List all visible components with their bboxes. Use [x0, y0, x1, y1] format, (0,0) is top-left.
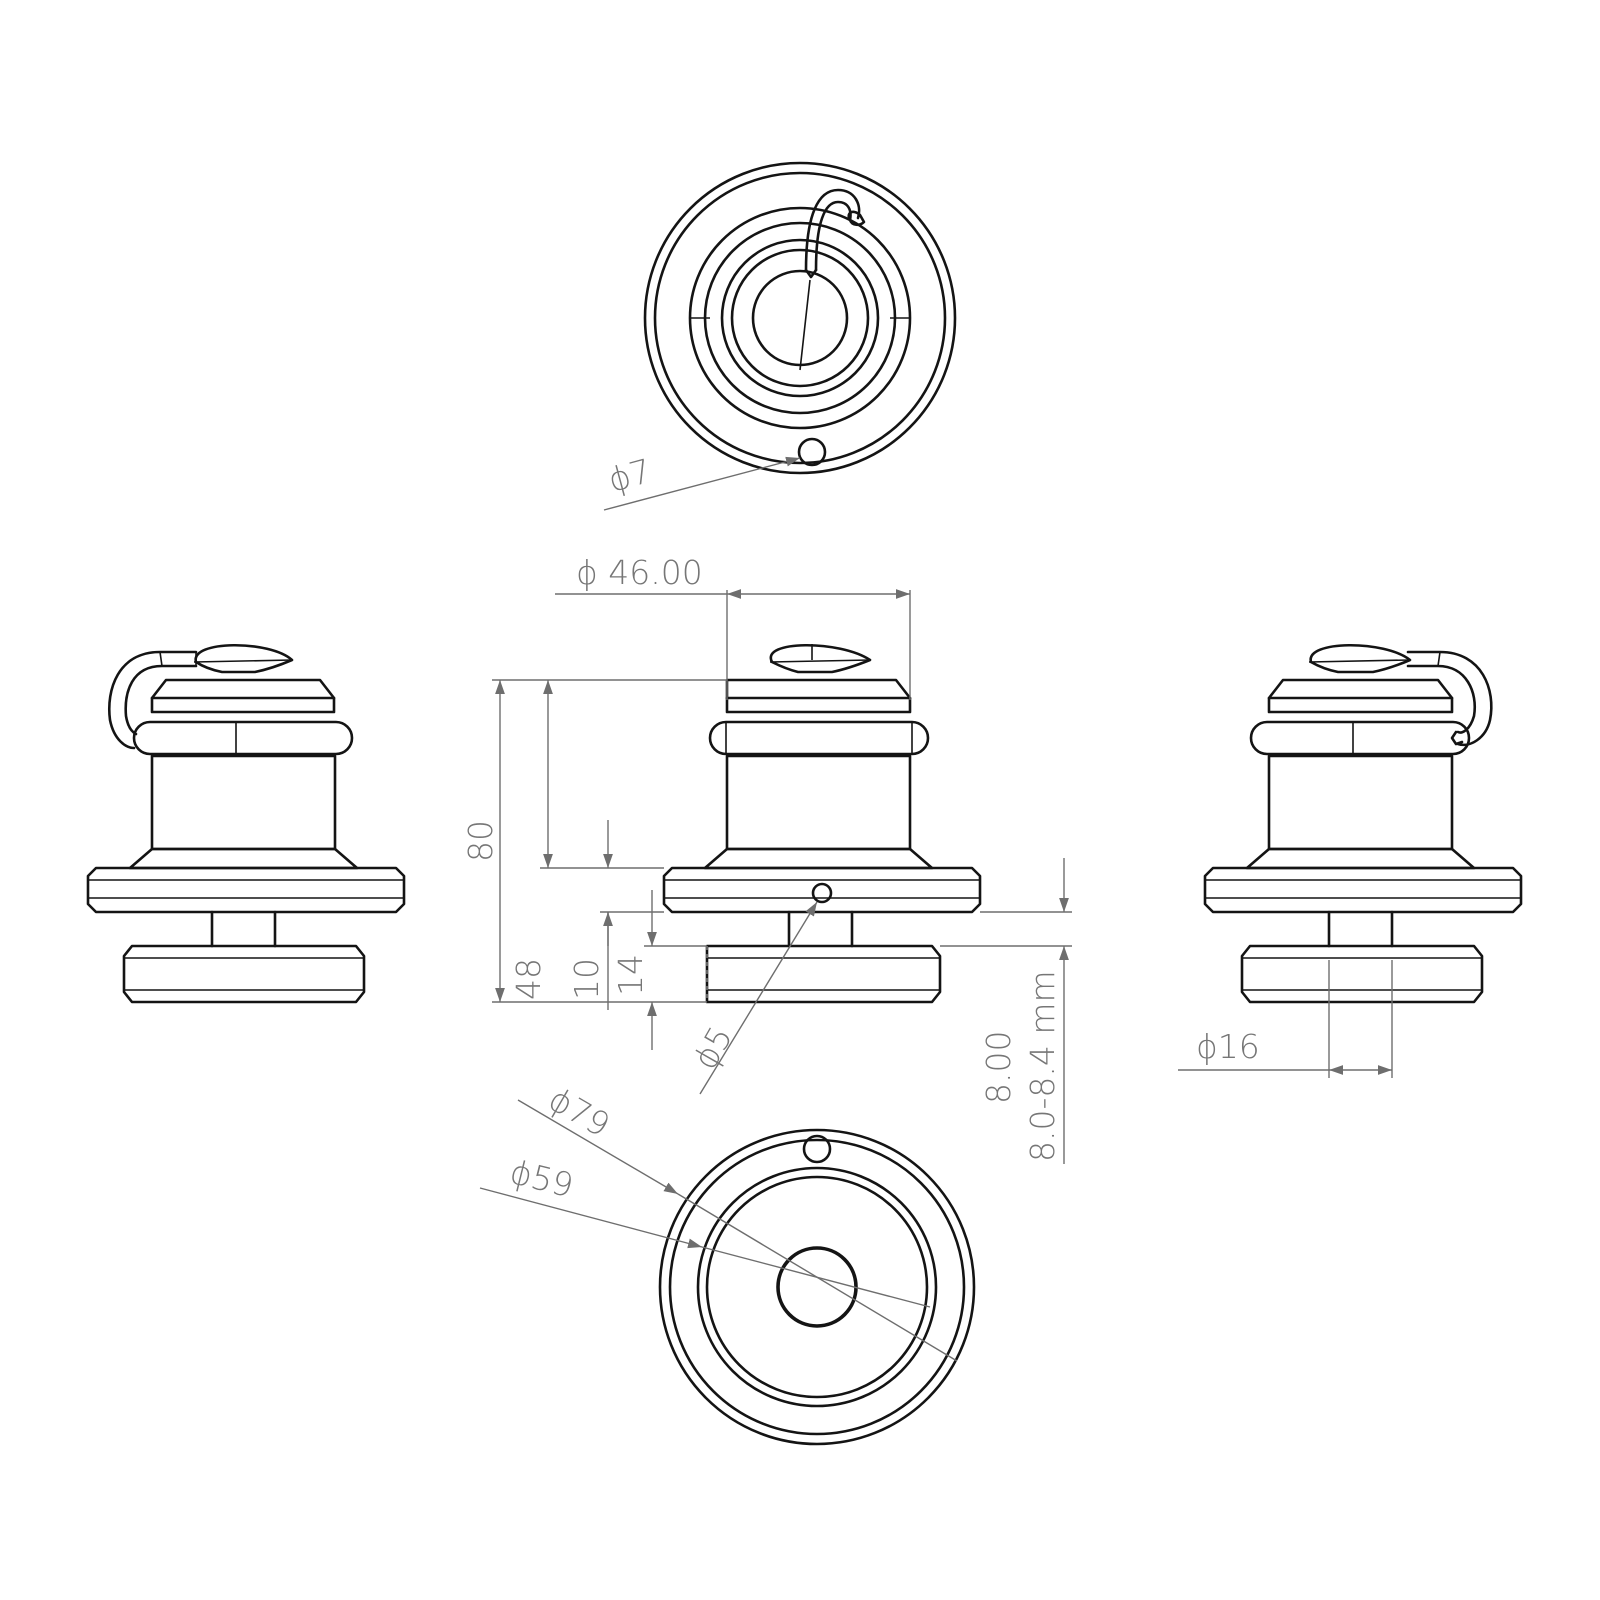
front-view — [662, 643, 982, 1004]
left-side-view — [86, 643, 406, 1004]
top-view — [643, 161, 957, 475]
stem-diameter-label: ϕ16 — [1196, 1027, 1260, 1066]
front-dimensions: ϕ 46.00 80 48 10 14 ϕ5 8.00 8.0-8.4 mm — [461, 553, 1072, 1164]
pin-hole-label: ϕ5 — [685, 1019, 740, 1076]
groove-width-label: 8.00 — [979, 1031, 1018, 1104]
body-diameter-label: ϕ 46.00 — [576, 553, 703, 592]
height-14-label: 14 — [611, 954, 650, 996]
hole-diameter-label: ϕ7 — [604, 451, 655, 500]
height-48-label: 48 — [509, 958, 548, 1000]
height-10-label: 10 — [567, 958, 606, 1000]
bottom-view — [658, 1128, 976, 1446]
overall-height-label: 80 — [461, 820, 500, 862]
groove-range-label: 8.0-8.4 mm — [1023, 970, 1062, 1162]
right-side-view — [1203, 643, 1523, 1004]
outer-diameter-label: ϕ79 — [542, 1079, 617, 1145]
stem-dimension: ϕ16 — [1178, 960, 1393, 1078]
